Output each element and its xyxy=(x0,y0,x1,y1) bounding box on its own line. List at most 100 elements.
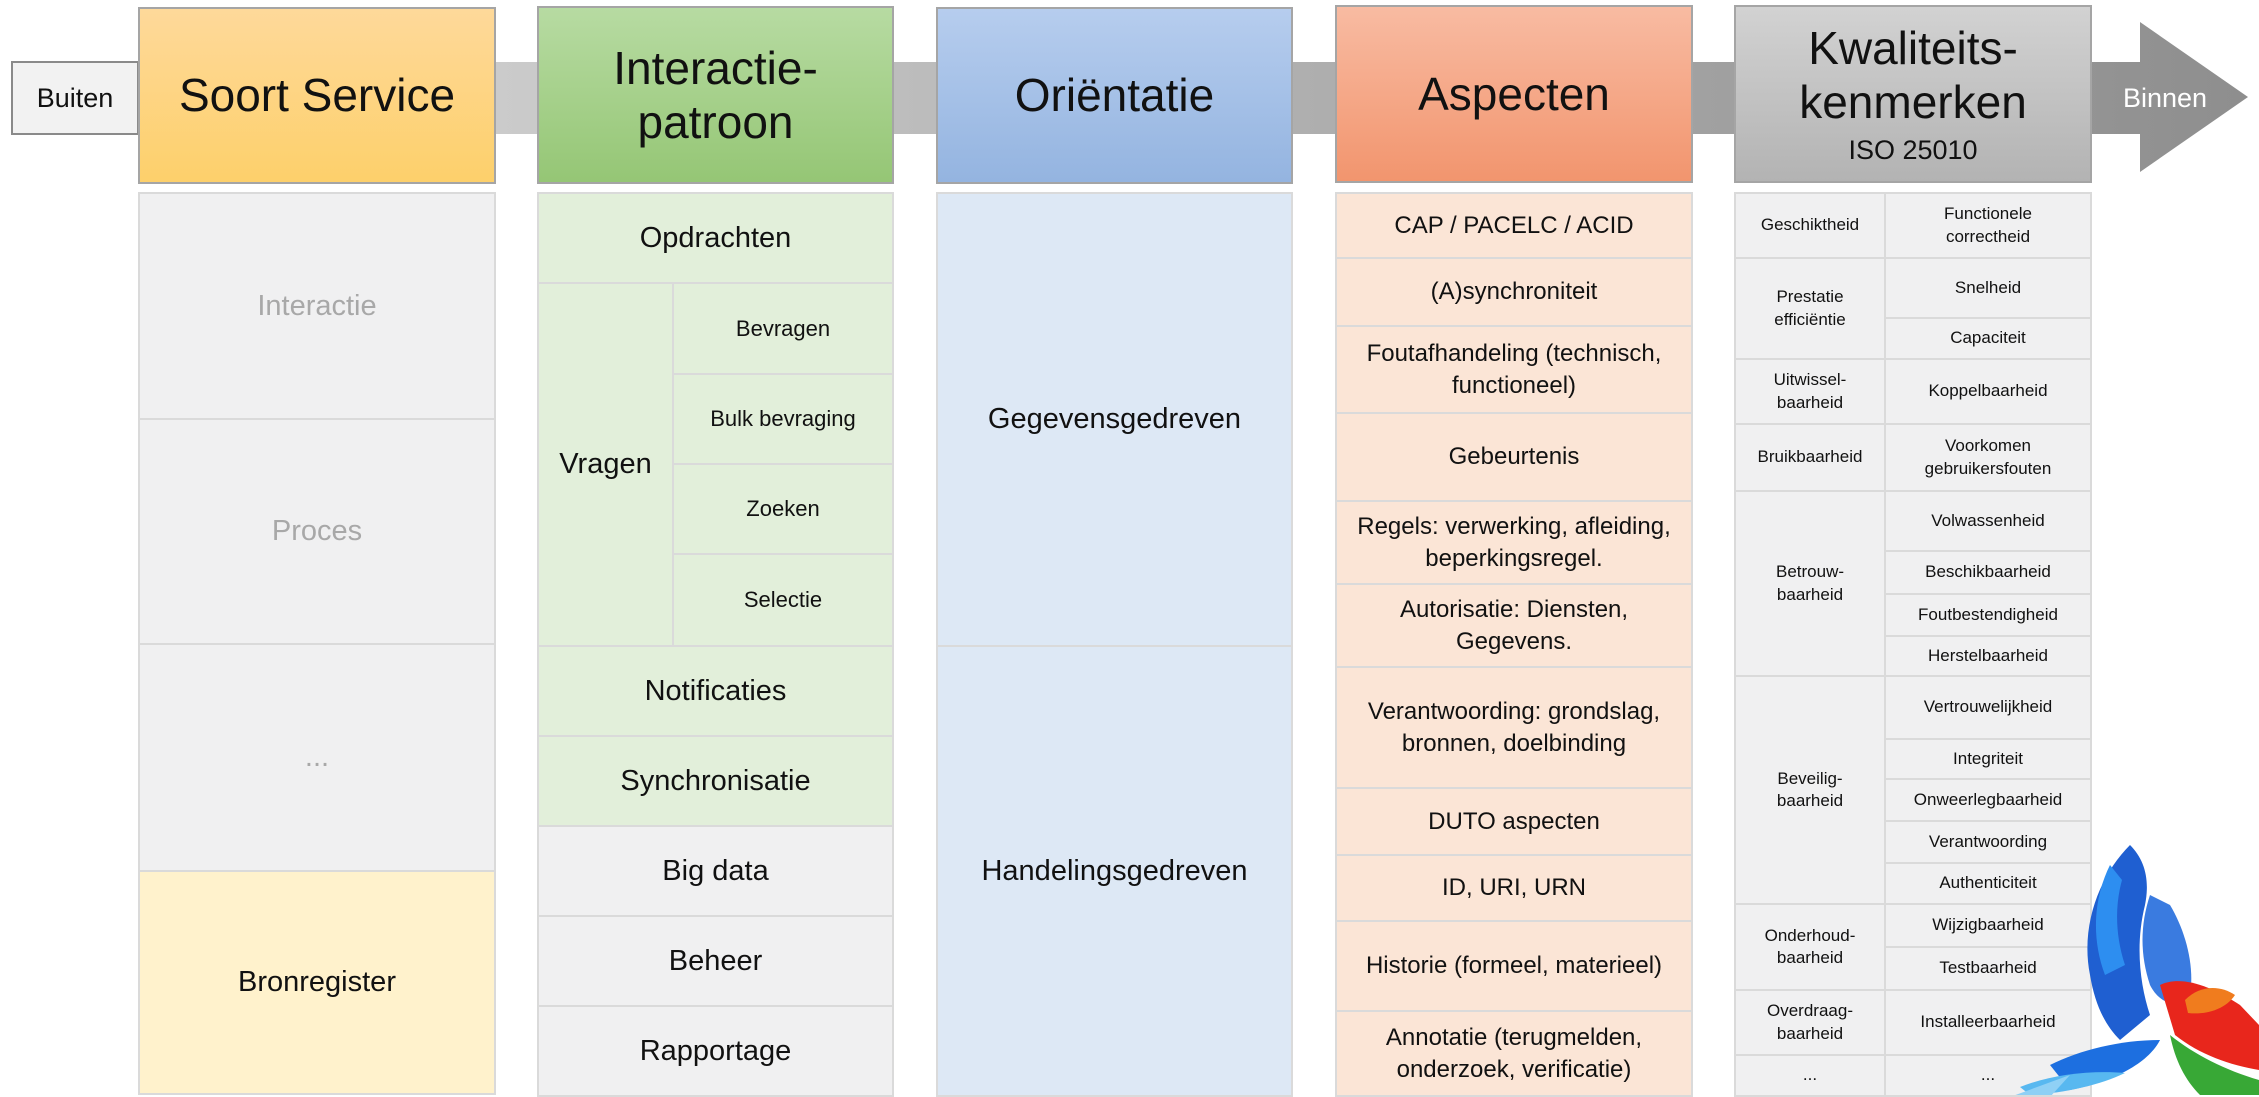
kwaliteit-group-line: Beveilig- xyxy=(1777,768,1843,788)
kwaliteit-group: ... xyxy=(1734,1054,1886,1097)
aspect-item: Foutafhandeling (technisch,functioneel) xyxy=(1335,325,1693,414)
kwaliteit-item-line: Onweerlegbaarheid xyxy=(1913,789,2063,809)
kwaliteit-item: Volwassenheid xyxy=(1884,490,2092,552)
kwaliteit-item: Capaciteit xyxy=(1884,317,2092,360)
kwaliteit-item-line: ... xyxy=(1980,1065,1996,1085)
aspect-item-line: onderzoek, verificatie) xyxy=(1396,1055,1632,1083)
header-interactiepatroon-line1: Interactie- xyxy=(613,41,818,94)
soort-service-proces: Proces xyxy=(138,418,496,645)
kwaliteit-item: Wijzigbaarheid xyxy=(1884,903,2092,948)
aspect-item: Gebeurtenis xyxy=(1335,412,1693,502)
header-kwaliteit-line2: kenmerken xyxy=(1799,76,2027,129)
aspect-item: Verantwoording: grondslag, bronnen, doelb… xyxy=(1335,666,1693,789)
kwaliteit-item: Vertrouwelijkheid xyxy=(1884,675,2092,740)
kwaliteit-group: Beveilig-baarheid xyxy=(1734,675,1886,905)
kwaliteit-item-line: Testbaarheid xyxy=(1939,958,2037,978)
kwaliteit-item-line: Capaciteit xyxy=(1950,328,2026,348)
interactie-bulk-bevraging: Bulk bevraging xyxy=(672,373,894,465)
kwaliteit-item-line: Volwassenheid xyxy=(1931,510,2045,530)
kwaliteit-group-line: baarheid xyxy=(1776,948,1844,967)
kwaliteit-group-line: Betrouw- xyxy=(1775,562,1845,582)
kwaliteit-item-line: Wijzigbaarheid xyxy=(1932,915,2044,935)
aspect-item-line: Gebeurtenis xyxy=(1448,443,1580,471)
kwaliteit-group-line: baarheid xyxy=(1776,791,1844,810)
aspect-item-line: Annotatie (terugmelden, xyxy=(1385,1023,1643,1051)
aspect-item-line: DUTO aspecten xyxy=(1428,807,1600,835)
interactie-beheer: Beheer xyxy=(537,915,894,1007)
kwaliteit-group-line: ... xyxy=(1802,1065,1818,1085)
aspect-item-line: ID, URI, URN xyxy=(1442,874,1586,902)
header-kwaliteit-sub: ISO 25010 xyxy=(1848,135,1978,166)
binnen-label: Binnen xyxy=(2122,82,2208,113)
soort-service-interactie: Interactie xyxy=(138,192,496,420)
kwaliteit-item-line: Snelheid xyxy=(1954,277,2022,297)
kwaliteit-group-line: Onderhoud- xyxy=(1764,925,1856,945)
kwaliteit-group-line: baarheid xyxy=(1776,392,1844,412)
buiten-label: Buiten xyxy=(36,82,114,113)
kwaliteit-group: Onderhoud-baarheid xyxy=(1734,903,1886,991)
kwaliteit-group-line: Geschiktheid xyxy=(1760,215,1860,235)
aspect-item-line: functioneel) xyxy=(1451,371,1577,399)
interactie-opdrachten: Opdrachten xyxy=(537,192,894,284)
aspect-item: Regels: verwerking, afleiding, beperkings… xyxy=(1335,500,1693,585)
interactie-synchronisatie: Synchronisatie xyxy=(537,735,894,827)
kwaliteit-group-line: baarheid xyxy=(1776,1023,1844,1043)
kwaliteit-item: Koppelbaarheid xyxy=(1884,358,2092,425)
aspect-item-line: CAP / PACELC / ACID xyxy=(1394,211,1634,239)
kwaliteit-item: Installeerbaarheid xyxy=(1884,989,2092,1056)
aspect-item-line: beperkingsregel. xyxy=(1425,544,1603,572)
header-aspecten: Aspecten xyxy=(1335,5,1693,183)
aspect-item-line: Regels: verwerking, afleiding, xyxy=(1357,512,1671,540)
kwaliteit-item-line: Herstelbaarheid xyxy=(1927,645,2048,665)
kwaliteit-item: Foutbestendigheid xyxy=(1884,593,2092,637)
aspect-item-line: bronnen, doelbinding xyxy=(1401,729,1627,757)
orientatie-handelingsgedreven: Handelingsgedreven xyxy=(936,645,1293,1097)
parrot-icon xyxy=(2015,845,2259,1095)
aspect-item: ID, URI, URN xyxy=(1335,854,1693,922)
kwaliteit-group-line: Prestatie xyxy=(1776,287,1844,307)
kwaliteit-item: Herstelbaarheid xyxy=(1884,635,2092,677)
interactie-zoeken: Zoeken xyxy=(672,463,894,555)
kwaliteit-item: Integriteit xyxy=(1884,738,2092,780)
kwaliteit-item: Testbaarheid xyxy=(1884,946,2092,991)
kwaliteit-item: Beschikbaarheid xyxy=(1884,550,2092,595)
header-interactiepatroon-line2: patroon xyxy=(637,96,794,148)
interactie-big-data: Big data xyxy=(537,825,894,917)
soort-service-ellipsis: ... xyxy=(138,643,496,872)
interactie-selectie: Selectie xyxy=(672,553,894,647)
kwaliteit-item-line: gebruikersfouten xyxy=(1924,458,2052,478)
aspect-item: DUTO aspecten xyxy=(1335,787,1693,856)
kwaliteit-item-line: Beschikbaarheid xyxy=(1925,562,2051,582)
kwaliteit-item: Authenticiteit xyxy=(1884,862,2092,905)
aspect-item: Historie (formeel, materieel) xyxy=(1335,920,1693,1012)
kwaliteit-item-line: Integriteit xyxy=(1953,748,2023,768)
header-kwaliteitskenmerken: Kwaliteits- kenmerken ISO 25010 xyxy=(1734,5,2092,183)
header-soort-service: Soort Service xyxy=(138,7,496,184)
kwaliteit-group-line: efficiëntie xyxy=(1774,309,1846,329)
kwaliteit-group-line: baarheid xyxy=(1776,584,1844,604)
kwaliteit-group-line: Uitwissel- xyxy=(1773,370,1847,390)
kwaliteit-item-line: Authenticiteit xyxy=(1939,873,2037,893)
interactie-rapportage: Rapportage xyxy=(537,1005,894,1097)
kwaliteit-item-line: Koppelbaarheid xyxy=(1928,381,2048,401)
kwaliteit-item-line: Installeerbaarheid xyxy=(1920,1012,2056,1032)
header-orientatie: Oriëntatie xyxy=(936,7,1293,184)
aspect-item-line: Verantwoording: grondslag, xyxy=(1367,697,1661,725)
interactie-vragen: Vragen xyxy=(537,282,674,647)
kwaliteit-item-line: Vertrouwelijkheid xyxy=(1923,697,2053,717)
kwaliteit-group-line: Overdraag- xyxy=(1767,1001,1853,1021)
aspect-item-line: Autorisatie: Diensten, xyxy=(1399,595,1629,623)
kwaliteit-group: Betrouw-baarheid xyxy=(1734,490,1886,677)
header-kwaliteit-line1: Kwaliteits- xyxy=(1808,21,2018,74)
kwaliteit-group: Overdraag-baarheid xyxy=(1734,989,1886,1056)
aspect-item-line: (A)synchroniteit xyxy=(1430,278,1598,306)
kwaliteit-group-line: Bruikbaarheid xyxy=(1757,447,1863,467)
kwaliteit-item-line: correctheid xyxy=(1945,226,2031,246)
aspect-item: Annotatie (terugmelden, onderzoek, verifi… xyxy=(1335,1010,1693,1097)
kwaliteit-item: Snelheid xyxy=(1884,257,2092,319)
interactie-bevragen: Bevragen xyxy=(672,282,894,375)
aspect-item: CAP / PACELC / ACID xyxy=(1335,192,1693,259)
